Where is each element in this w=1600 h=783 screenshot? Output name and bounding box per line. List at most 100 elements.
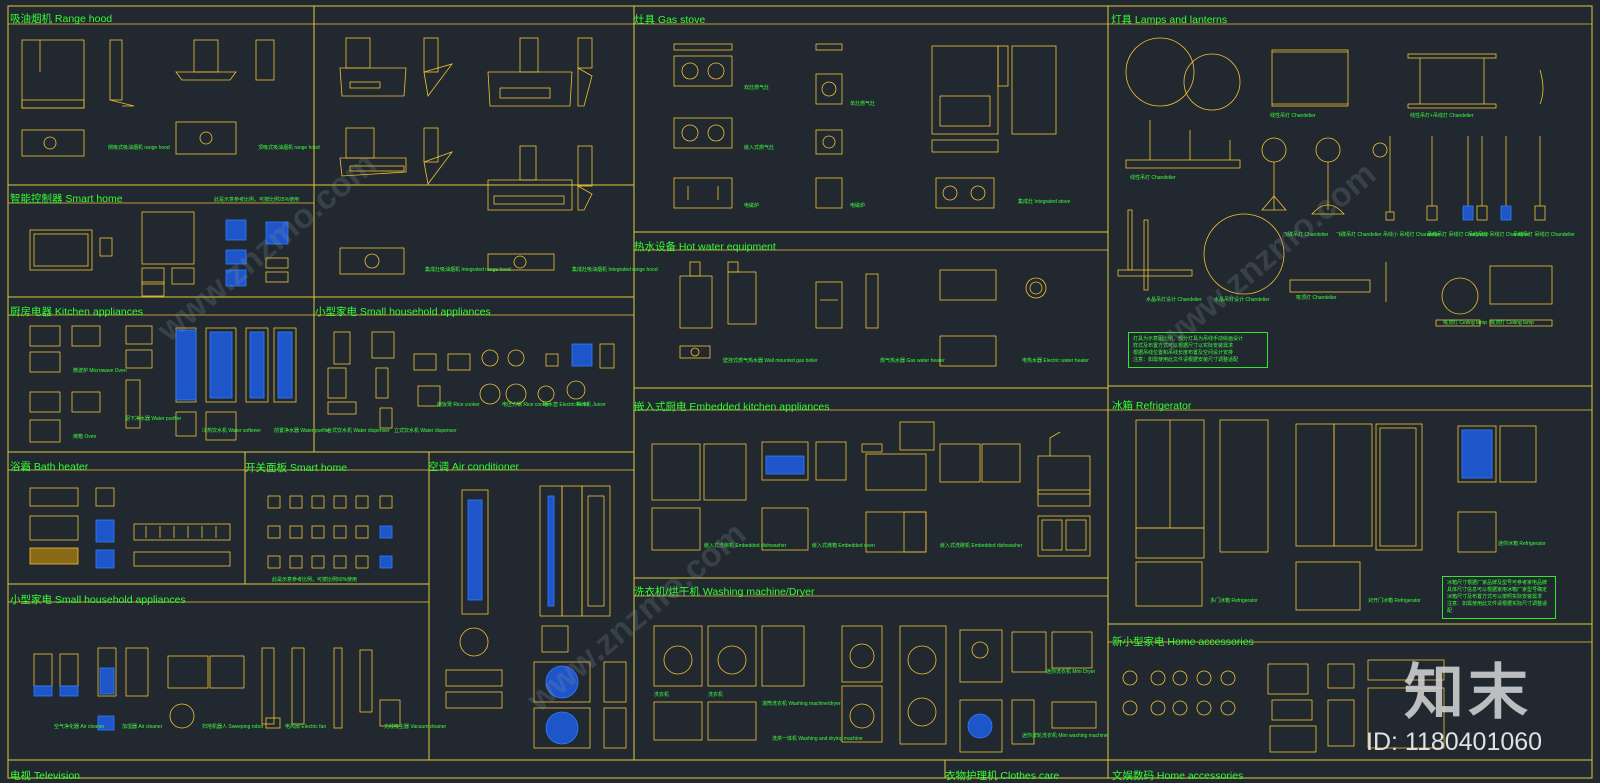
label-e3: 嵌入式洗碗机 Embedded dishwasher <box>940 543 1023 549</box>
appliance-outline <box>997 45 1009 87</box>
label-stove-b: 单灶燃气灶 <box>850 101 876 107</box>
appliance-outline <box>175 411 197 437</box>
appliance-outline <box>499 87 551 99</box>
appliance-outline <box>175 121 237 155</box>
label-hood1: 侧吸式吸油烟机 range hood <box>108 145 170 151</box>
label-hood3: 集成灶吸油烟机 Integrated range hood <box>425 267 511 273</box>
ac-stripe <box>547 495 555 607</box>
appliance-outline <box>97 647 117 697</box>
panel <box>249 331 265 399</box>
appliance-outline <box>133 551 231 567</box>
label-hw1: 壁挂式燃气热水器 Wall mounted gas boiler <box>723 358 818 364</box>
fridge-note-box: 冰箱尺寸根据厂家品牌及型号可参考家电品牌 具体尺寸信息可以根据家用冰箱厂家型号确… <box>1442 576 1556 619</box>
appliance-outline <box>291 647 305 725</box>
section-frame <box>7 759 946 779</box>
round-outline <box>707 62 725 80</box>
appliance-outline <box>21 39 85 109</box>
label-lamp3: 线性吊灯+吊线灯 Chandelier <box>1410 113 1474 119</box>
label-lamp13: 吸顶灯 Ceiling lamp <box>1443 320 1487 326</box>
appliance-outline <box>1125 159 1241 169</box>
appliance-outline <box>815 177 843 209</box>
appliance-outline <box>519 37 539 73</box>
appliance-outline <box>261 647 275 725</box>
round-outline <box>481 349 499 367</box>
cad-path <box>109 99 135 107</box>
appliance-outline <box>1367 687 1445 749</box>
appliance-outline <box>935 177 995 209</box>
appliance-outline <box>959 699 1003 753</box>
appliance-outline <box>379 407 393 429</box>
round-outline <box>1203 213 1285 295</box>
cad-path <box>423 151 454 185</box>
section-title-embedded: 嵌入式厨电 Embedded kitchen appliances <box>634 401 830 413</box>
section-title-home-acc-2: 文娱数码 Home accessories <box>1112 770 1244 782</box>
cad-path <box>339 67 407 97</box>
round-outline <box>971 641 989 659</box>
appliance-outline <box>493 195 565 205</box>
appliance-outline <box>245 327 269 403</box>
accessory <box>1122 670 1138 686</box>
appliance-outline <box>1143 219 1149 291</box>
appliance-outline <box>345 37 371 69</box>
label-ac4: 电风扇 Electric fan <box>285 724 327 730</box>
lamp-note-box: 灯具为示意图比例，部分灯具为吊线手动绘画设计 样式及布置方式可以根据尺寸以实际安… <box>1128 332 1268 368</box>
label-r2: 对开门冰箱 Refrigerator <box>1368 598 1421 604</box>
purifier <box>97 715 115 731</box>
appliance-outline <box>673 55 733 87</box>
label-stove-a: 双灶燃气灶 <box>744 85 770 91</box>
appliance-outline <box>679 275 713 329</box>
round-outline <box>1025 277 1047 299</box>
round-outline <box>707 124 725 142</box>
appliance-outline <box>1037 489 1091 507</box>
appliance-outline <box>141 211 195 265</box>
bath-panel <box>29 547 79 565</box>
appliance-outline <box>1379 427 1417 547</box>
appliance-outline <box>327 367 347 399</box>
cad-path <box>423 63 454 97</box>
appliance-outline <box>1489 319 1553 327</box>
label-w4: 迷你波轮洗衣机 Mini washing machine <box>1022 733 1108 739</box>
label-hood2: 顶吸式吸油烟机 range hood <box>258 145 320 151</box>
appliance-outline <box>815 43 843 51</box>
appliance-outline <box>939 443 981 483</box>
round-outline <box>566 380 586 400</box>
appliance <box>571 343 593 367</box>
switch-panel <box>355 495 369 509</box>
appliance-outline <box>673 177 733 209</box>
appliance-outline <box>1289 279 1371 293</box>
cad-path <box>1049 431 1061 456</box>
watermark-id: ID: 1180401060 <box>1366 728 1543 756</box>
appliance-outline <box>939 335 997 367</box>
appliance-outline <box>861 443 883 453</box>
appliance-outline <box>673 43 733 51</box>
appliance-outline <box>125 379 141 429</box>
appliance-outline <box>1327 663 1355 689</box>
section-title-television: 电视 Television <box>10 770 81 782</box>
round-outline <box>1029 281 1043 295</box>
label-r1: 多门冰箱 Refrigerator <box>1210 598 1258 604</box>
appliance-outline <box>1065 519 1087 551</box>
appliance-outline <box>21 99 85 109</box>
cad-path <box>577 67 593 107</box>
appliance-outline <box>1271 699 1313 721</box>
round-outline <box>1372 142 1388 158</box>
label-hood4: 集成灶吸油烟机 Integrated range hood <box>572 267 658 273</box>
pendant-shade <box>1462 205 1474 221</box>
round-outline <box>942 185 958 201</box>
round-outline <box>681 62 699 80</box>
appliance-outline <box>133 523 231 541</box>
label-s1: 台式饮水机 Water dispenser <box>327 428 390 434</box>
appliance-outline <box>603 661 627 703</box>
appliance-outline <box>445 691 503 709</box>
section-title-bath-heater: 浴霸 Bath heater <box>10 461 89 473</box>
appliance-outline <box>1271 49 1349 107</box>
appliance-outline <box>727 271 757 325</box>
appliance-outline <box>447 353 471 371</box>
control-screen <box>225 249 247 265</box>
appliance-outline <box>167 655 209 689</box>
screen <box>33 233 89 267</box>
round-outline <box>849 643 875 669</box>
label-lamp10: 水晶吊灯设计 Chandelier <box>1146 297 1202 303</box>
appliance-outline <box>939 269 997 301</box>
